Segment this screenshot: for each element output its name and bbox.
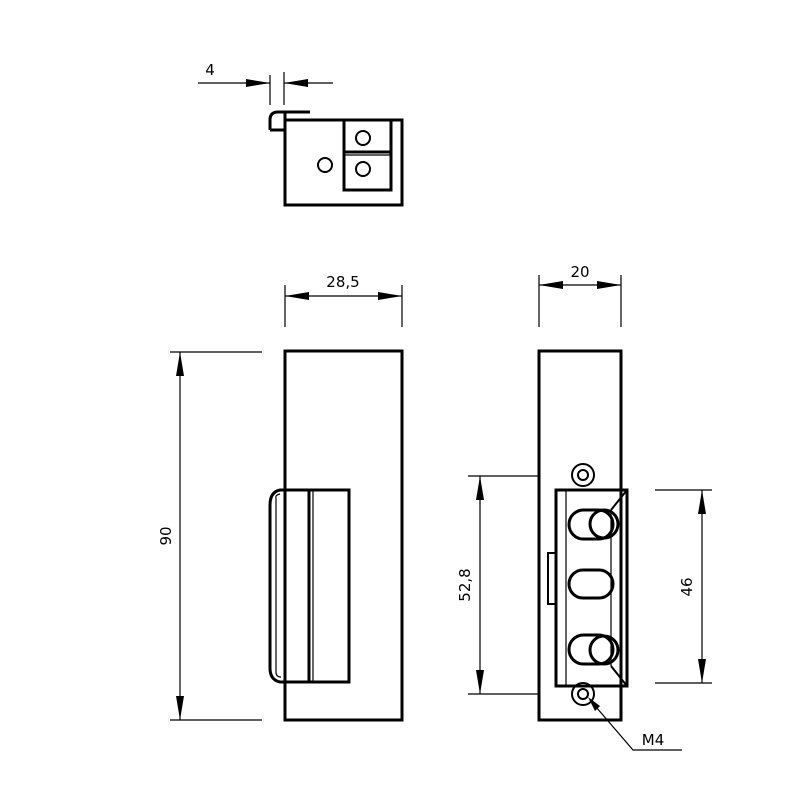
dim-4-arrow-left — [246, 79, 270, 87]
front-view: 28,5 90 — [157, 273, 404, 722]
top-view-lip — [268, 110, 310, 132]
front-view-body — [283, 349, 404, 722]
side-view-slot-middle — [567, 568, 615, 600]
dim-46-arrow-bottom — [698, 659, 706, 683]
side-view-screw-hole-bottom — [571, 682, 595, 706]
dim-28-5-label: 28,5 — [326, 273, 359, 291]
side-view-tab — [547, 552, 557, 605]
side-view: 20 52,8 46 M4 — [456, 263, 712, 751]
top-view-mount-hole — [317, 157, 333, 173]
side-view-faceplate-bevel-bottom — [610, 665, 628, 687]
front-view-latch — [268, 488, 351, 684]
top-view-terminal-hole-upper — [355, 130, 371, 146]
dim-52-8-label: 52,8 — [456, 568, 474, 601]
dim-4-arrow-right — [284, 79, 308, 87]
dim-4-label: 4 — [205, 61, 215, 79]
side-view-body — [537, 349, 623, 722]
front-view-latch-inner — [275, 493, 282, 678]
dim-90-arrow-top — [176, 352, 184, 376]
dim-90-label: 90 — [157, 526, 175, 545]
dim-20-arrow-left — [539, 281, 563, 289]
dim-52-8-arrow-top — [476, 476, 484, 500]
side-view-screw-hole-top — [571, 463, 595, 487]
dim-90-arrow-bottom — [176, 696, 184, 720]
dim-20-arrow-right — [597, 281, 621, 289]
m4-leader-arrow — [588, 697, 600, 711]
dim-52-8-arrow-bottom — [476, 670, 484, 694]
m4-label: M4 — [642, 731, 665, 749]
dim-20-label: 20 — [570, 263, 589, 281]
dim-46-label: 46 — [678, 577, 696, 596]
side-view-slot-upper — [567, 508, 620, 541]
side-view-faceplate-bevel-top — [610, 489, 628, 511]
top-view-terminal-hole-lower — [355, 161, 371, 177]
dim-28-5-arrow-right — [378, 292, 402, 300]
side-view-slot-lower — [567, 633, 620, 666]
top-view: 4 — [198, 61, 404, 207]
dim-28-5-arrow-left — [285, 292, 309, 300]
m4-leader-line — [589, 699, 682, 751]
dim-46-arrow-top — [698, 490, 706, 514]
